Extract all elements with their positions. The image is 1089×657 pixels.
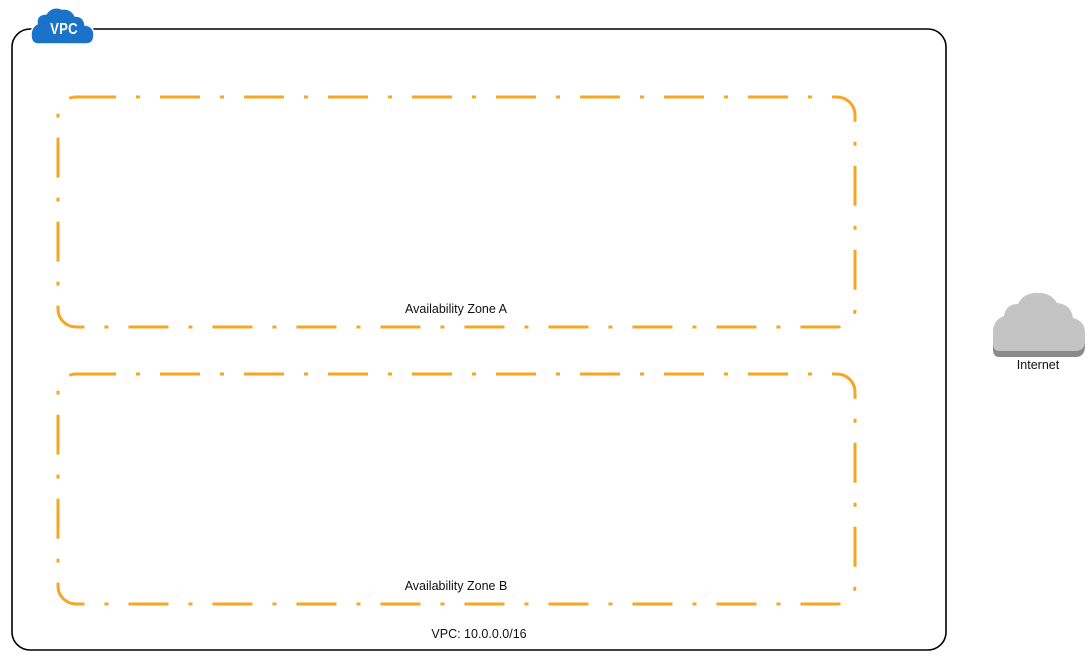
internet-cloud-icon[interactable]	[993, 292, 1085, 357]
availability-zone-b-boundary[interactable]	[56, 372, 857, 606]
vpc-badge-label: VPC	[50, 21, 78, 38]
vpc-cloud-icon	[30, 7, 95, 45]
vpc-boundary[interactable]	[11, 28, 947, 651]
availability-zone-a-boundary[interactable]	[56, 95, 857, 329]
availability-zone-a-label: Availability Zone A	[405, 302, 507, 316]
vpc-caption: VPC: 10.0.0.0/16	[431, 627, 527, 641]
availability-zone-b-label: Availability Zone B	[404, 579, 508, 593]
internet-label: Internet	[1016, 358, 1060, 372]
